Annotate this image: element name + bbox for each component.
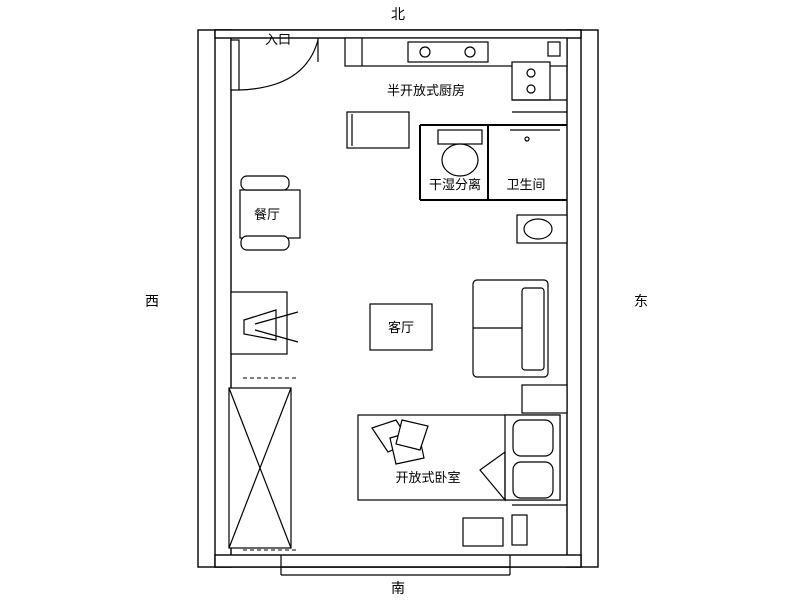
living-room: 客厅 (369, 279, 568, 414)
side-table (521, 384, 568, 414)
door-leaf (230, 39, 240, 91)
stove (511, 61, 551, 101)
north-label: 北 (391, 7, 405, 23)
living-label: 客厅 (388, 320, 414, 336)
bedroom-label: 开放式卧室 (395, 470, 460, 486)
bathroom: 干湿分离 卫生间 (419, 111, 568, 244)
east-wall (566, 29, 582, 568)
tv-unit (230, 291, 299, 355)
entrance-label: 入口 (265, 33, 291, 48)
sink-basin-left (419, 46, 431, 58)
dining-chair-bottom (240, 235, 290, 251)
coffee-table (369, 303, 433, 351)
burner-bottom (526, 84, 536, 94)
throw-pillow-c (395, 419, 429, 451)
bathroom-label: 卫生间 (506, 178, 545, 193)
dining-area: 餐厅 (239, 175, 301, 251)
east-label: 东 (634, 294, 648, 310)
sofa-back (521, 287, 545, 371)
pillow-top (512, 419, 554, 457)
dining-label: 餐厅 (254, 207, 280, 223)
burner-top (526, 68, 536, 78)
entrance-door (230, 38, 319, 91)
south-label: 南 (391, 581, 405, 597)
pillow-bottom (512, 461, 554, 499)
blanket-fold (479, 450, 506, 502)
bedroom-chair (462, 517, 504, 547)
fridge-marker (547, 41, 561, 57)
dining-table (239, 189, 301, 239)
door-swing-arc (238, 39, 319, 91)
nightstand (511, 514, 528, 546)
bedroom: 开放式卧室 (357, 414, 567, 547)
toilet-tank (437, 129, 483, 145)
dry-wet-label: 干湿分离 (429, 177, 481, 193)
south-wall (214, 554, 582, 568)
kitchen: 半开放式厨房 (344, 37, 568, 149)
floor-drain (524, 136, 530, 142)
tv-set (243, 309, 277, 341)
kitchen-cabinet (346, 111, 410, 149)
tv-beam-top (254, 311, 299, 325)
sink-basin-right (464, 46, 476, 58)
wardrobe-cross-b (228, 387, 292, 549)
tv-beam-bottom (254, 329, 299, 343)
toilet-bowl (441, 143, 479, 177)
wardrobe (228, 377, 296, 551)
dining-chair-top (240, 175, 290, 191)
washbasin (523, 218, 553, 240)
west-label: 西 (145, 294, 159, 310)
kitchen-label: 半开放式厨房 (387, 83, 465, 99)
